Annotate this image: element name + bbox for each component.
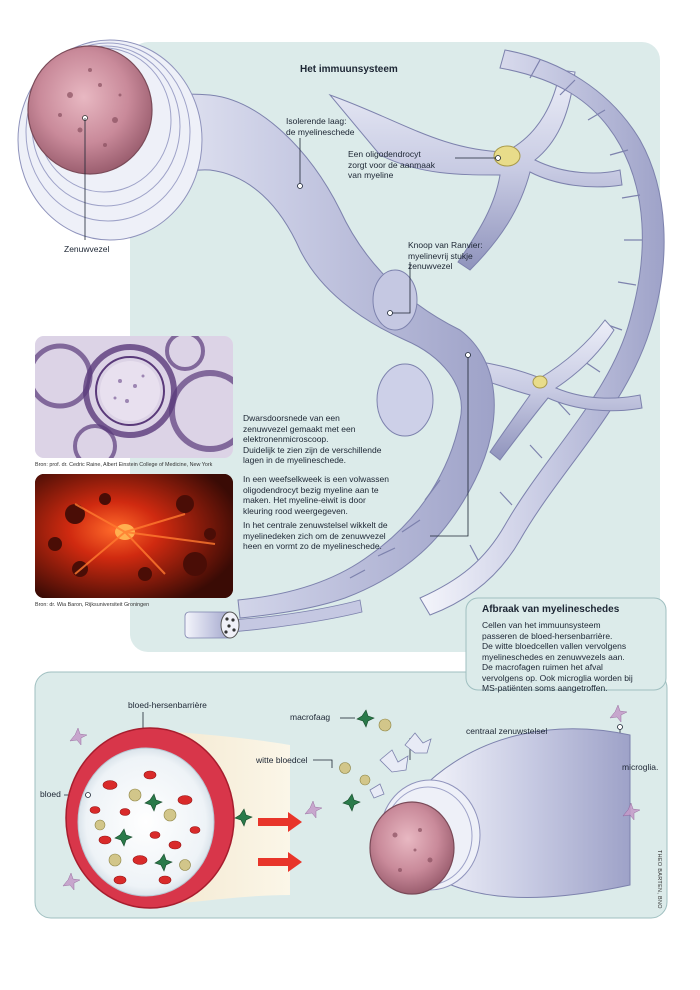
label-macrophage: macrofaag [290, 712, 331, 722]
label-cns: centraal zenuwstelsel [466, 726, 548, 736]
label-tissue-culture: In een weefselkweek is een volwassen oli… [243, 474, 389, 516]
label-myelin-layer: Isolerende laag: de myelineschede [286, 116, 355, 137]
segmented-fiber-right [419, 49, 665, 616]
oligodendrocyte-nucleus-2 [532, 375, 548, 389]
label-cns-wrapping: In het centrale zenuwstelsel wikkelt de … [243, 520, 388, 551]
axon-cross-section [27, 45, 153, 175]
migration-arrows [258, 812, 302, 872]
page-title: Het immuunsysteem [300, 64, 398, 75]
em-photo [35, 336, 233, 458]
red-blood-cells [89, 770, 201, 885]
oligodendrocyte-lower [464, 319, 643, 461]
axon-bottom [369, 801, 455, 895]
oligodendrocyte-top [328, 69, 623, 271]
white-blood-cells [94, 788, 191, 871]
label-cross-section: Dwarsdoorsnede van een zenuwvezel gemaak… [243, 413, 382, 465]
thin-fiber [229, 599, 363, 633]
breakdown-box [465, 597, 667, 691]
microglia-icons [62, 704, 641, 891]
em-photo-credit: Bron: prof. dr. Cedric Raine, Albert Ein… [35, 462, 213, 468]
breakdown-title: Afbraak van myelineschedes [482, 604, 620, 615]
damaged-myelin [369, 732, 432, 799]
label-blood: bloed [40, 789, 61, 799]
breakdown-text: Cellen van het immuunsysteem passeren de… [482, 620, 633, 693]
macrophages [114, 793, 253, 872]
label-nerve-fiber: Zenuwvezel [64, 244, 110, 254]
label-white-cell: witte bloedcel [256, 755, 308, 765]
label-bbb: bloed-hersenbarrière [128, 700, 207, 710]
label-microglia: microglia. [622, 762, 659, 772]
macrophage-icon [342, 709, 375, 812]
culture-photo-credit: Bron: dr. Wia Baron, Rijksuniversiteit G… [35, 602, 150, 608]
artist-signature: THEO BARTEN, BNO [656, 850, 662, 909]
label-ranvier-node: Knoop van Ranvier: myelinevrij stukje ze… [408, 240, 483, 271]
oligodendrocyte-nucleus [493, 145, 521, 167]
label-oligodendrocyte: Een oligodendrocyt zorgt voor de aanmaak… [348, 149, 435, 180]
culture-photo [35, 474, 233, 598]
